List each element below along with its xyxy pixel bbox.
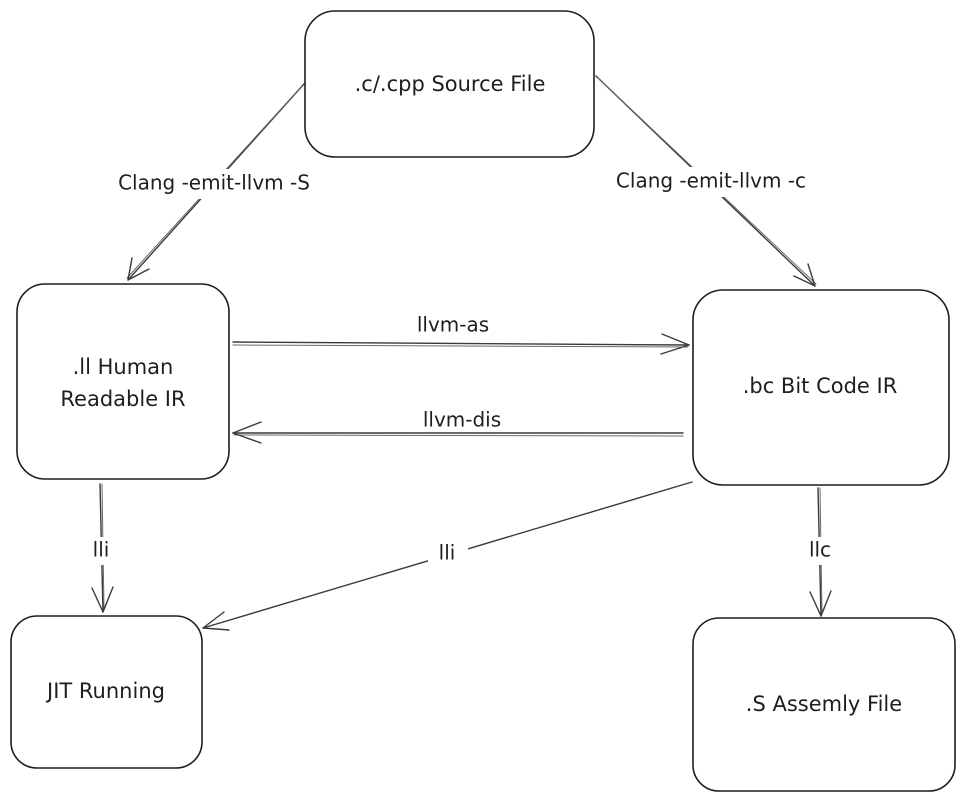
node-label: .S Assemly File bbox=[746, 692, 902, 716]
edge-label-bc-to-ll: llvm-dis bbox=[423, 408, 501, 432]
edge-bc-to-ll bbox=[232, 421, 684, 444]
edge-label-source-to-bc: Clang -emit-llvm -c bbox=[616, 169, 806, 193]
edge-label-ll-to-jit: lli bbox=[93, 538, 110, 562]
node-ll-ir[interactable]: .ll Human Readable IR bbox=[16, 283, 230, 480]
node-bc-ir[interactable]: .bc Bit Code IR bbox=[692, 289, 950, 486]
edge-label-bg bbox=[428, 540, 468, 568]
node-source-file[interactable]: .c/.cpp Source File bbox=[304, 10, 595, 158]
edge-label-bg bbox=[801, 537, 841, 565]
node-label: .c/.cpp Source File bbox=[355, 72, 546, 96]
node-box bbox=[692, 289, 950, 486]
edge-label-bc-to-jit: lli bbox=[439, 541, 456, 565]
node-label: .bc Bit Code IR bbox=[743, 374, 898, 398]
node-box bbox=[16, 283, 230, 480]
edge-label-bg bbox=[596, 167, 826, 197]
node-box bbox=[692, 617, 956, 792]
edge-label-bg bbox=[84, 537, 118, 565]
edge-label-bg bbox=[104, 169, 324, 199]
node-label-line2: Readable IR bbox=[60, 387, 185, 411]
node-label: JIT Running bbox=[45, 679, 165, 703]
node-box bbox=[10, 615, 203, 769]
node-box bbox=[304, 10, 595, 158]
node-assembly-file[interactable]: .S Assemly File bbox=[692, 617, 956, 792]
edge-label-bc-to-asm: llc bbox=[809, 538, 831, 562]
node-jit-running[interactable]: JIT Running bbox=[10, 615, 203, 769]
edge-label-source-to-ll: Clang -emit-llvm -S bbox=[118, 171, 310, 195]
edge-label-ll-to-bc: llvm-as bbox=[417, 313, 489, 337]
edge-ll-to-bc bbox=[232, 333, 690, 355]
node-label-line1: .ll Human bbox=[73, 355, 174, 379]
